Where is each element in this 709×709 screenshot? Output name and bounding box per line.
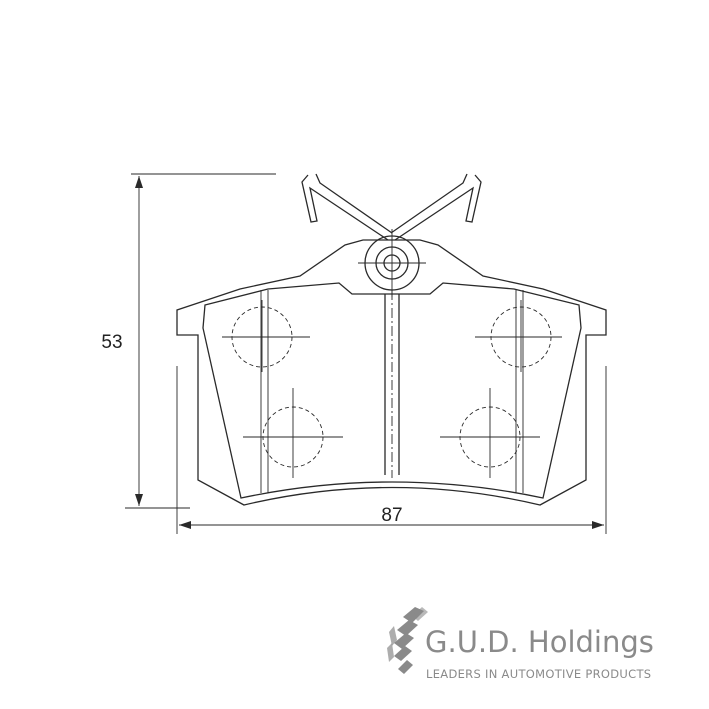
width-label: 87 (381, 505, 402, 526)
height-dimension: 53 (101, 173, 276, 509)
backing-plate (176, 239, 607, 506)
brand-logo: G.U.D. Holdings LEADERS IN AUTOMOTIVE PR… (387, 607, 654, 681)
spring-clip (301, 173, 482, 297)
friction-pad (202, 282, 582, 499)
hidden-circles (222, 300, 562, 478)
width-dimension: 87 (176, 366, 607, 534)
brand-name: G.U.D. Holdings (425, 625, 654, 659)
brand-tagline: LEADERS IN AUTOMOTIVE PRODUCTS (426, 667, 651, 681)
height-label: 53 (101, 332, 122, 353)
brand-emblem-icon (387, 607, 428, 674)
